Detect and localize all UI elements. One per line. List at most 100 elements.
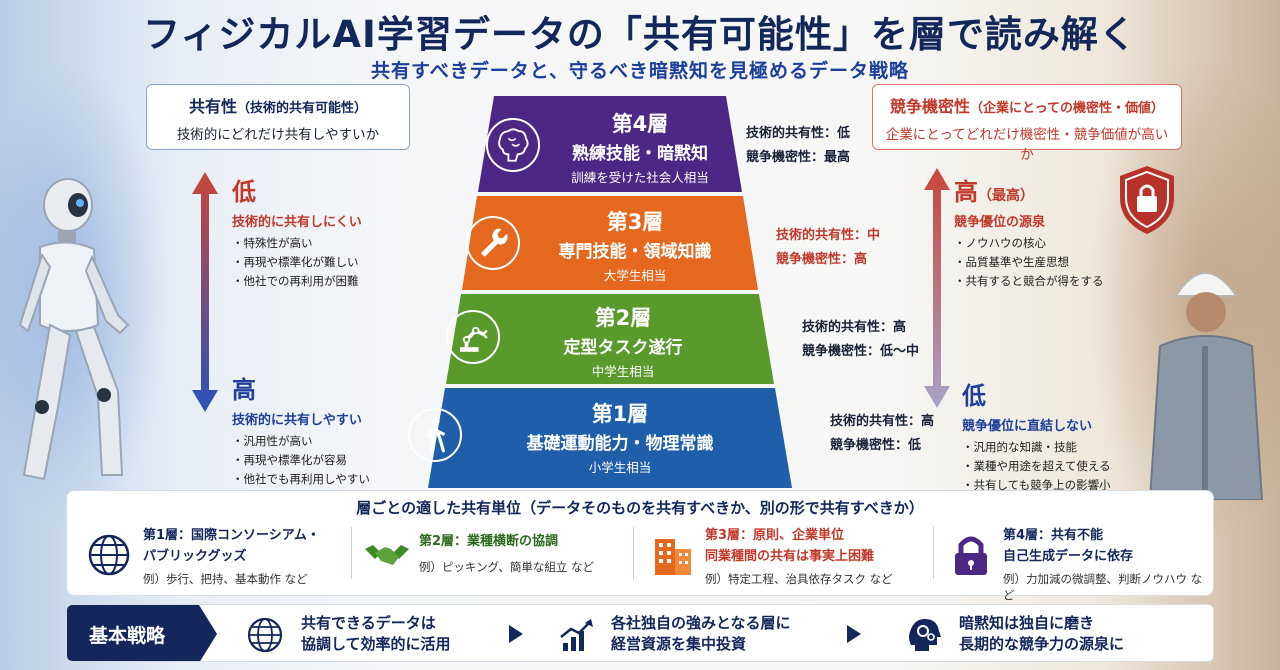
layer-4-name: 熟練技能・暗黙知 [572,144,708,164]
layer-3-level: 大学生相当 [603,268,667,283]
strategy-1-line2: 協調して効率的に活用 [301,635,451,653]
confidentiality-low-heading: 競争優位に直結しない [962,419,1093,434]
walking-person-icon [408,408,462,462]
sharing-unit-layer-2: 第2層：業種横断の協調 例）ピッキング、簡単な組立 など [363,523,625,589]
growth-chart-icon [560,619,593,651]
layer-3-shareability: 技術的共有性：中 [776,228,881,243]
layer-1-text: 第1層 基礎運動能力・物理常識 小学生相当 [490,398,750,476]
layer-2-band [446,294,774,384]
wrench-icon [466,216,520,270]
chevron-right-icon [847,625,861,643]
layer-4-text: 第4層 熟練技能・暗黙知 訓練を受けた社会人相当 [540,108,740,186]
strategy-2-line2: 経営資源を集中投資 [611,635,747,653]
layer-1-number: 第1層 [591,402,649,426]
strategy-1-line1: 共有できるデータは [301,614,436,632]
divider [351,527,352,579]
shareability-description: 技術的にどれだけ共有しやすいか [176,127,380,143]
chevron-right-icon [509,625,523,643]
list-item: 特殊性が高い [232,234,412,253]
shareability-title: 共有性（技術的共有可能性） [159,93,397,117]
sharing-unit-4-line1: 第4層：共有不能 [1003,528,1104,543]
list-item: 汎用性が高い [232,432,412,451]
layer-2-level: 中学生相当 [591,364,655,379]
layer-1-confidentiality: 競争機密性：低 [830,438,922,453]
sharing-unit-layer-3: 第3層：原則、企業単位 同業種間の共有は事実上困難 例）特定工程、治具依存タスク… [649,523,929,589]
list-item: ノウハウの核心 [954,234,1144,253]
sharing-unit-1-text: 第1層：国際コンソーシアム・ パブリックグッズ [143,525,320,567]
layer-1-band [428,388,792,488]
divider [633,527,634,579]
sharing-unit-1-line1: 第1層：国際コンソーシアム・ [143,528,320,543]
layer-2-stats: 技術的共有性：高 競争機密性：低〜中 [802,316,919,364]
list-item: 再現や標準化が難しい [232,253,412,272]
layer-1-shareability: 技術的共有性：高 [830,414,935,429]
confidentiality-low-level: 低 [962,382,986,410]
sharing-unit-2-text: 第2層：業種横断の協調 [419,531,558,552]
confidentiality-definition-box: 競争機密性（企業にとっての機密性・価値） 企業にとってどれだけ機密性・競争価値が… [872,84,1182,163]
sharing-units-panel: 層ごとの適した共有単位（データそのものを共有すべきか、別の形で共有すべきか） 第… [66,490,1214,602]
brain-icon [486,118,540,172]
sharing-unit-layer-4: 第4層：共有不能 自己生成データに依存 例）力加減の微調整、判断ノウハウ など [947,523,1209,602]
sharing-unit-layer-1: 第1層：国際コンソーシアム・ パブリックグッズ 例）歩行、把持、基本動作 など [85,523,347,589]
strategy-1-text: 共有できるデータは 協調して効率的に活用 [301,613,451,655]
layer-3-text: 第3層 専門技能・領域知識 大学生相当 [520,206,750,284]
list-item: 他社での再利用が困難 [232,272,412,291]
basic-strategy-label: 基本戦略 [67,605,217,661]
layer-4-stats: 技術的共有性：低 競争機密性：最高 [746,122,850,170]
sharing-units-title: 層ごとの適した共有単位（データそのものを共有すべきか、別の形で共有すべきか） [356,499,924,517]
layer-2-confidentiality: 競争機密性：低〜中 [802,344,920,359]
confidentiality-low-block: 低 競争優位に直結しない 汎用的な知識・技能 業種や用途を超えて使える 共有して… [962,376,1152,495]
confidentiality-label: 競争機密性 [890,97,971,116]
sharing-unit-3-line1: 第3層：原則、企業単位 [705,528,845,543]
layer-1-stats: 技術的共有性：高 競争機密性：低 [830,410,934,458]
page-title: フィジカルAI学習データの「共有可能性」を層で読み解く [143,13,1137,56]
strategy-2-text: 各社独自の強みとなる層に 経営資源を集中投資 [611,613,791,655]
sharing-unit-2-example: 例）ピッキング、簡単な組立 など [419,560,595,574]
sharing-unit-3-example: 例）特定工程、治具依存タスク など [705,572,893,586]
robot-arm-icon [446,310,500,364]
sharing-unit-4-text: 第4層：共有不能 自己生成データに依存 [1003,525,1133,567]
page-subtitle: 共有すべきデータと、守るべき暗黙知を見極めるデータ戦略 [371,60,909,82]
shareability-high-list: 汎用性が高い 再現や標準化が容易 他社でも再利用しやすい [232,432,412,489]
shareability-scale-arrow [192,172,218,412]
layer-1-level: 小学生相当 [588,460,652,475]
shareability-low-block: 低 技術的に共有しにくい 特殊性が高い 再現や標準化が難しい 他社での再利用が困… [232,172,412,291]
confidentiality-low-list: 汎用的な知識・技能 業種や用途を超えて使える 共有しても競争上の影響小 [962,438,1152,495]
head-gears-icon [909,619,941,651]
strategy-3-line1: 暗黙知は独自に磨き [959,614,1095,632]
basic-strategy-bar: 基本戦略 共有できるデータは 協調して効率的に活用 各社独自の強みとなる層に 経… [66,604,1214,662]
strategy-3-text: 暗黙知は独自に磨き 長期的な競争力の源泉に [959,613,1124,655]
layer-1-name: 基礎運動能力・物理常識 [526,434,714,454]
list-item: 品質基準や生産思想 [954,253,1144,272]
shield-lock-icon [1120,166,1174,234]
humanoid-robot-illustration [18,178,130,481]
layer-2-shareability: 技術的共有性：高 [802,320,907,335]
layer-3-name: 専門技能・領域知識 [558,242,712,262]
layer-2-number: 第2層 [594,306,652,330]
confidentiality-high-label: 高 [954,178,978,206]
sharing-unit-3-text: 第3層：原則、企業単位 同業種間の共有は事実上困難 [705,525,874,567]
sharing-unit-4-example: 例）力加減の微調整、判断ノウハウ など [1003,572,1203,602]
list-item: 汎用的な知識・技能 [962,438,1152,457]
layer-3-stats: 技術的共有性：中 競争機密性：高 [776,224,880,272]
layer-4-number: 第4層 [611,112,669,136]
confidentiality-high-list: ノウハウの核心 品質基準や生産思想 共有すると競合が得をする [954,234,1144,291]
confidentiality-high-heading: 競争優位の源泉 [954,215,1046,230]
list-item: 共有しても競争上の影響小 [962,476,1152,495]
layer-3-confidentiality: 競争機密性：高 [776,252,868,267]
padlock-icon [955,536,987,575]
layer-2-name: 定型タスク遂行 [563,338,683,358]
confidentiality-high-block: 高（最高） 競争優位の源泉 ノウハウの核心 品質基準や生産思想 共有すると競合が… [954,172,1144,291]
sharing-unit-3-line2: 同業種間の共有は事実上困難 [705,549,875,564]
pyramid-shapes [428,96,792,488]
globe-icon [88,534,130,576]
divider [933,527,934,579]
shareability-note: （技術的共有可能性） [237,101,368,116]
sharing-unit-1-line2: パブリックグッズ [143,549,247,564]
layer-4-band [478,96,742,192]
confidentiality-scale-arrow [924,168,950,408]
handshake-icon [365,545,409,565]
shareability-label: 共有性 [188,97,237,116]
confidentiality-title: 競争機密性（企業にとっての機密性・価値） [885,93,1169,117]
factory-worker-illustration [1148,272,1264,500]
